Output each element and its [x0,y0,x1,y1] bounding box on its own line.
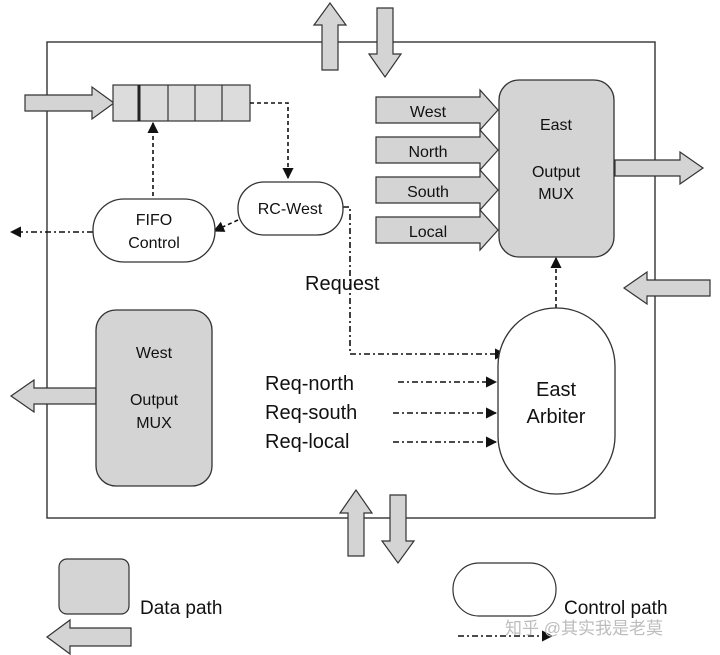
north-out-arrow [312,1,348,71]
south-in-arrow [380,494,416,565]
east-mux-label-2: Output [532,164,581,181]
east-output-mux: East Output MUX [498,79,615,258]
west-mux-label-3: MUX [136,415,172,432]
west-in-arrow [24,85,116,121]
req-north-label: Req-north [265,373,354,395]
east-mux-label-3: MUX [538,186,574,203]
req-south-label: Req-south [265,402,357,424]
mux-input-local-label: Local [409,224,447,241]
legend-data-arrow [45,618,132,655]
legend-data-block [58,558,130,615]
east-mux-input-local: Local [375,208,499,252]
legend-control-path-label: Control path [564,598,668,619]
east-mux-input-north: North [375,128,499,172]
west-output-mux: West Output MUX [95,309,213,487]
east-mux-input-south: South [375,168,499,212]
fifo-control-label-1: FIFO [136,212,172,229]
rc-to-fifo-control-line [212,219,239,232]
request-line [343,206,507,360]
request-label: Request [305,273,380,295]
fifo-control-label-2: Control [128,235,180,252]
fifo-to-rc-line [250,102,294,180]
arbiter-label-2: Arbiter [527,406,586,428]
east-in-arrow [622,270,711,306]
east-out-arrow [614,150,705,186]
legend: Data path Control path [45,558,668,655]
mux-input-south-label: South [407,184,449,201]
west-out-arrow [9,378,97,414]
watermark: 知乎 @其实我是老莫 [505,619,663,638]
mux-input-west-label: West [410,104,447,121]
north-in-arrow [367,7,403,79]
west-mux-label-1: West [136,345,173,362]
req-local-label: Req-local [265,431,349,453]
fifo-buffer [112,84,251,122]
east-mux-input-west: West [375,88,499,132]
fifo-control: FIFO Control [92,198,216,263]
rc-west-label: RC-West [258,201,323,218]
south-out-arrow [338,488,374,557]
east-arbiter: East Arbiter [497,307,616,495]
legend-control-block [452,562,557,617]
east-mux-label-1: East [540,117,573,134]
legend-data-path-label: Data path [140,598,222,619]
west-mux-label-2: Output [130,392,179,409]
arbiter-label-1: East [536,379,576,401]
rc-west: RC-West [237,181,344,236]
mux-input-north-label: North [408,144,447,161]
